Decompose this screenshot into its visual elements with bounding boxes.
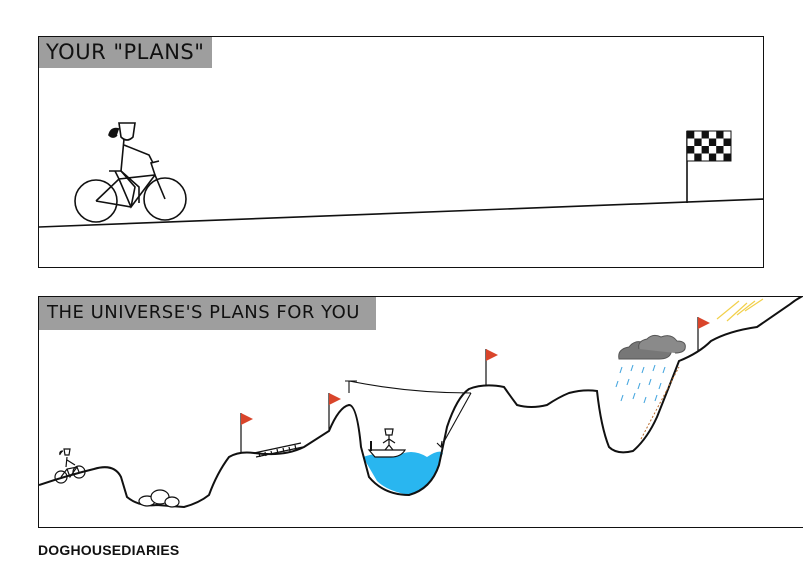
water-pool (363, 451, 443, 495)
sun-icon (716, 298, 764, 322)
cliff-rope (640, 366, 680, 440)
smooth-road (39, 198, 763, 228)
panel-your-plans: YOUR "PLANS" (38, 36, 764, 268)
bridge-icon (253, 442, 304, 458)
rocks-icon (138, 489, 180, 508)
panel1-caption: YOUR "PLANS" (39, 37, 213, 68)
checkered-flag-icon (686, 130, 732, 203)
panel1-illustration (39, 122, 763, 228)
brand-signature: DOGHOUSEDIARIES (38, 542, 180, 558)
bumpy-road (39, 297, 803, 509)
panel-universe-plans: THE UNIVERSE'S PLANS FOR YOU (38, 296, 803, 528)
cyclist-icon (74, 122, 187, 223)
rope-line (345, 380, 472, 449)
panel2-illustration (39, 297, 803, 509)
boat-icon (367, 428, 407, 458)
red-flag-icon (240, 317, 710, 453)
panel2-caption: THE UNIVERSE'S PLANS FOR YOU (39, 297, 376, 330)
cyclist-icon (54, 448, 86, 484)
storm-cloud-icon (615, 334, 686, 404)
